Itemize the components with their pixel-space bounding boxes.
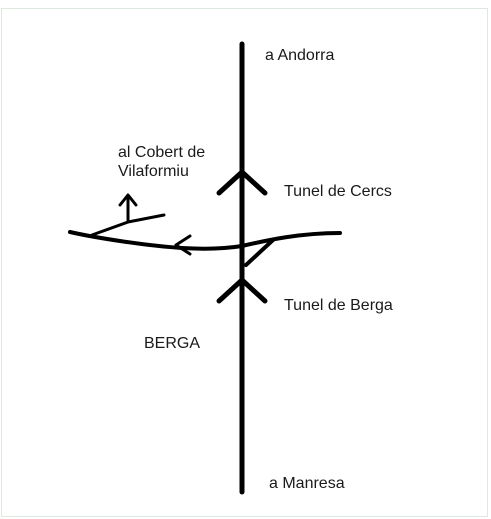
label-tunel-berga: Tunel de Berga	[284, 297, 393, 314]
label-berga: BERGA	[144, 335, 201, 352]
label-cobert-line1: al Cobert de	[118, 144, 206, 161]
connector-line	[244, 238, 275, 267]
tunel-cercs-marker	[216, 169, 268, 196]
spur-up-arrow	[118, 193, 138, 222]
label-andorra: a Andorra	[265, 47, 335, 64]
branch-road-line	[68, 230, 342, 251]
label-cobert-line2: Vilaformiu	[118, 163, 189, 180]
tunel-berga-marker	[216, 277, 268, 304]
map-frame	[1, 8, 488, 517]
label-manresa: a Manresa	[269, 475, 345, 492]
label-tunel-cercs: Tunel de Cercs	[284, 183, 392, 200]
label-cobert-vilaformiu: al Cobert de Vilaformiu	[118, 143, 205, 181]
branch-direction-arrow	[174, 234, 192, 256]
spur-line	[90, 213, 166, 237]
